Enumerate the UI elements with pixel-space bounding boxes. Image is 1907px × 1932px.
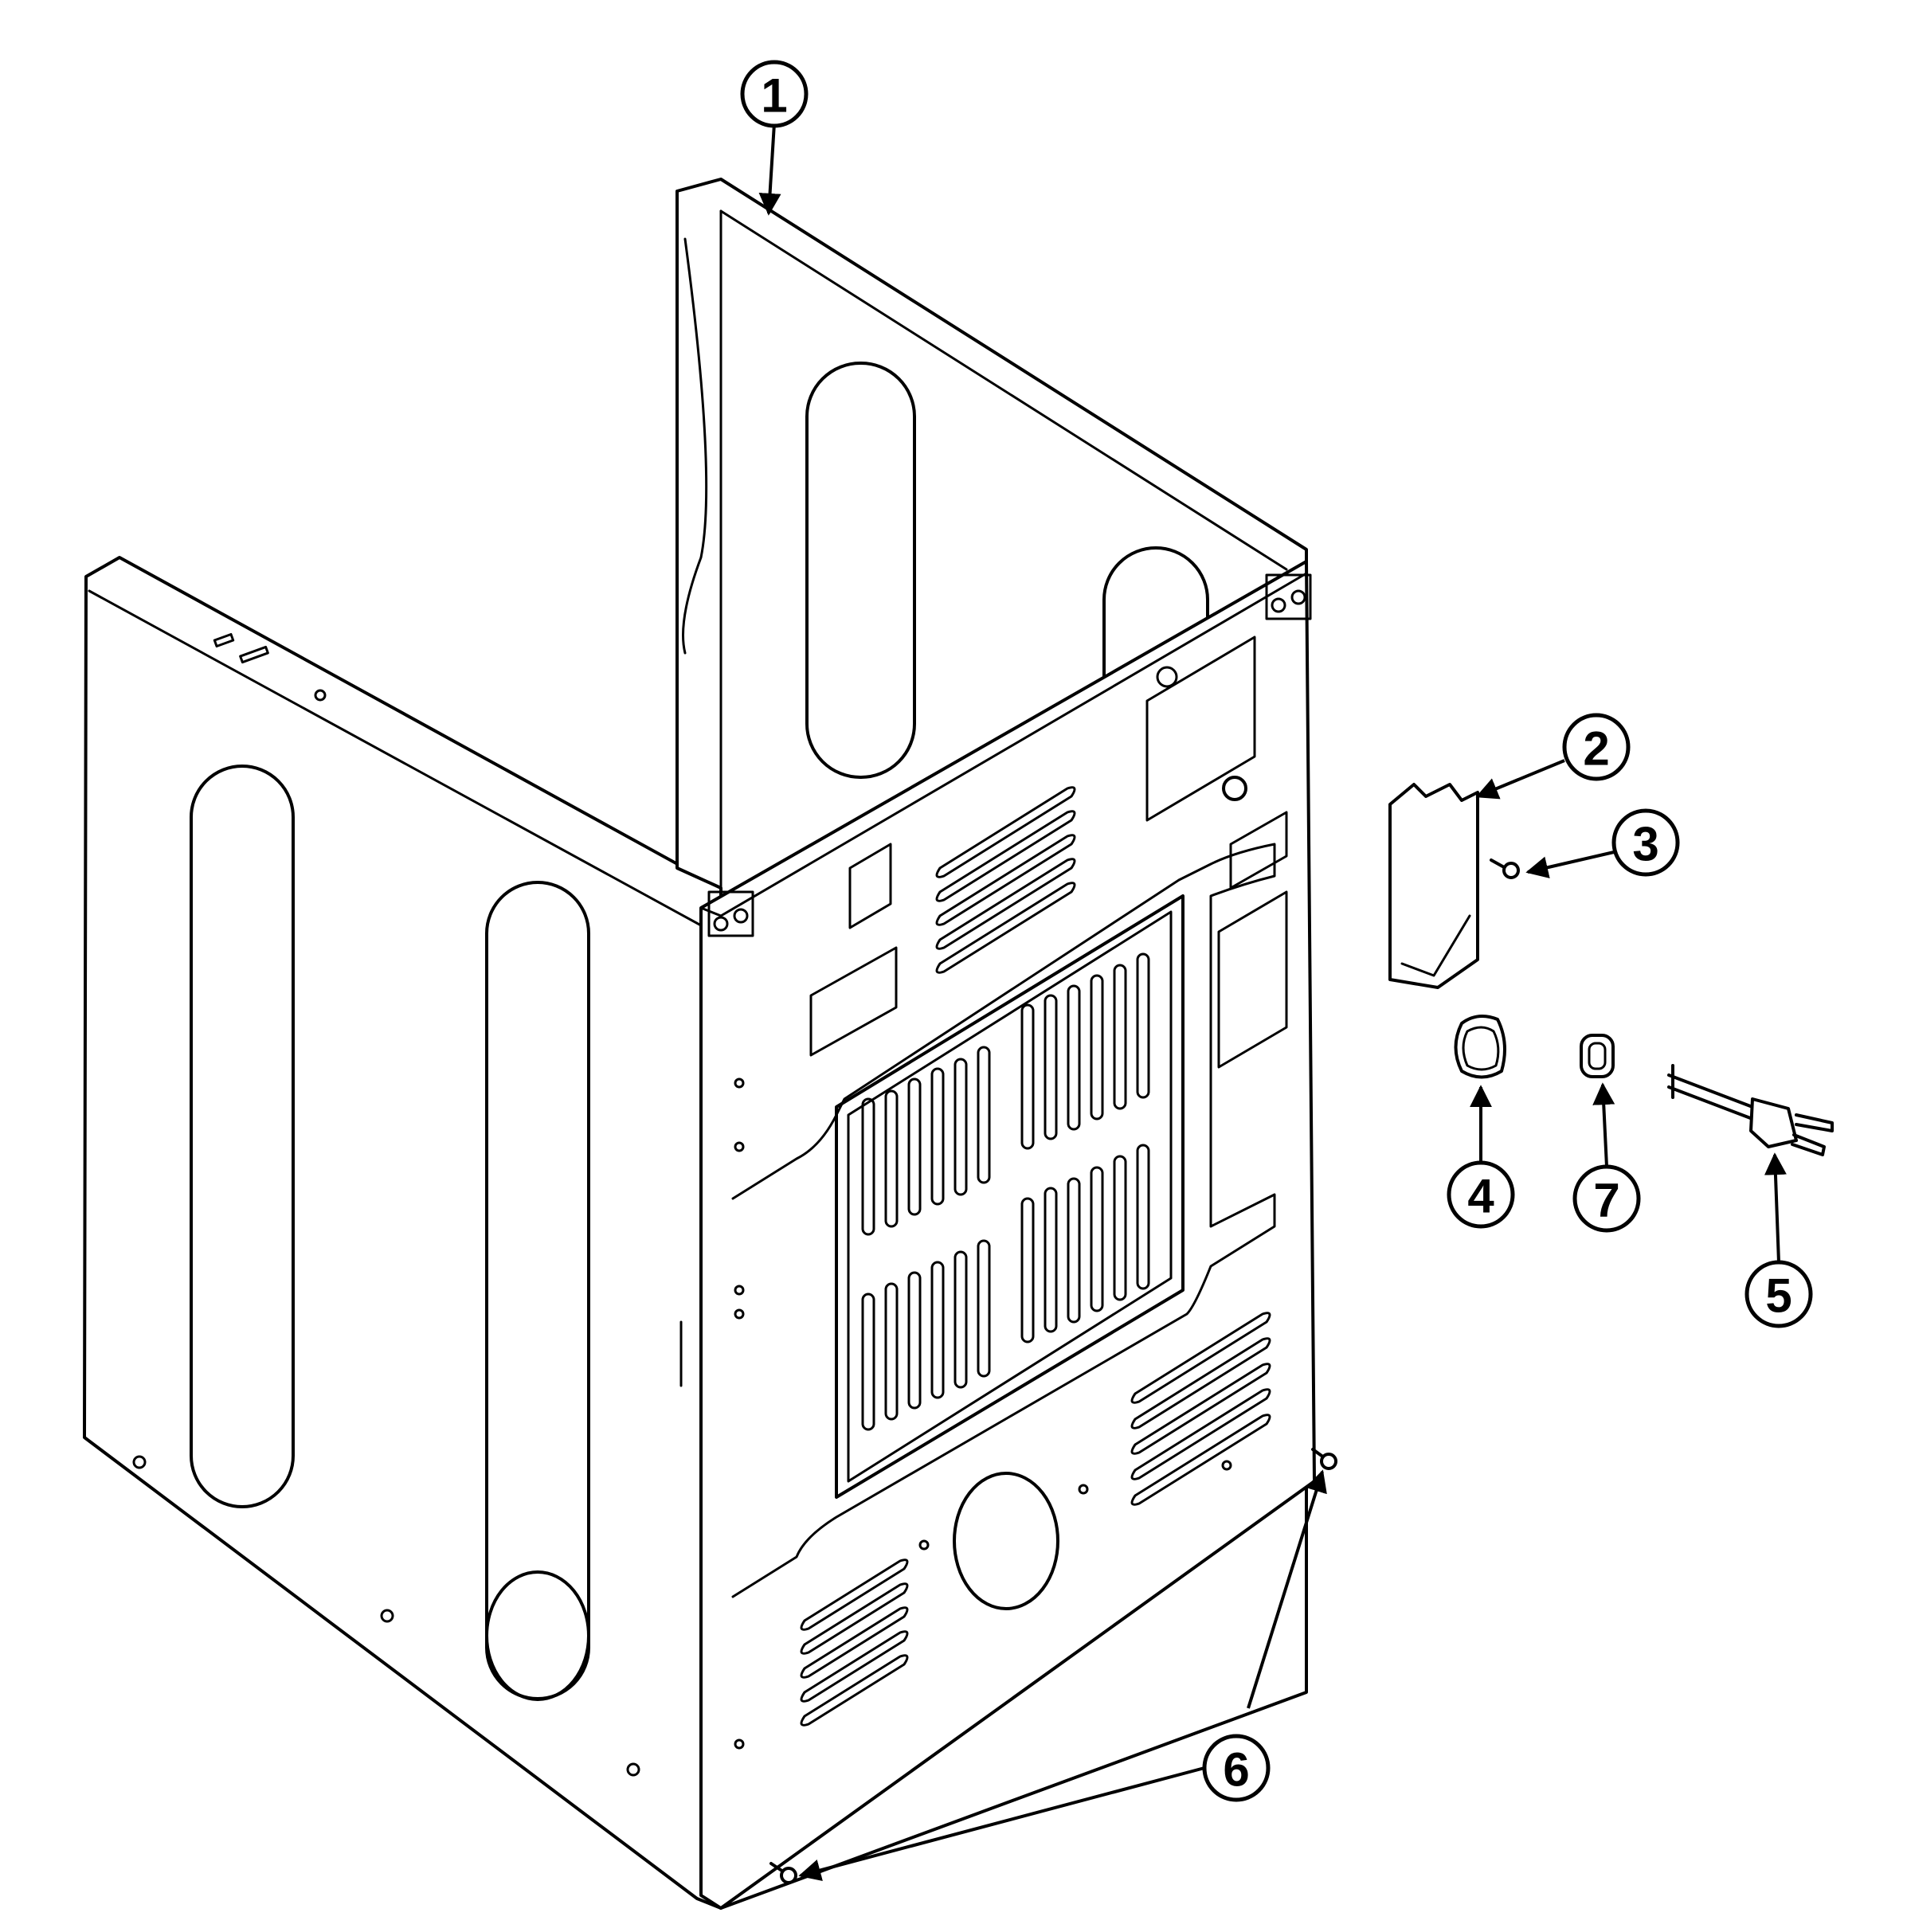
cabinet-left-panel (83, 556, 722, 1910)
cabinet-louvers-upper (935, 786, 1076, 974)
terminal-block-cover-drawing (1388, 783, 1479, 989)
callout-6-label: 6 (1223, 1743, 1249, 1797)
callout-1: 1 (740, 60, 809, 128)
callout-3: 3 (1611, 808, 1680, 877)
callout-7-label: 7 (1593, 1174, 1619, 1227)
leveling-screw-drawing-2 (769, 1862, 797, 1884)
cabinet-louvers-lower-right (1130, 1312, 1271, 1506)
leader-lines (758, 123, 1787, 1882)
leveling-screw-drawing-1 (1311, 1448, 1337, 1470)
power-cord-drawing (1667, 1064, 1834, 1156)
cabinet-exhaust-opening (953, 1472, 1059, 1610)
cabinet-louvers-lower-left (800, 1559, 909, 1727)
callout-3-label: 3 (1632, 818, 1658, 871)
cabinet-vent-slots (861, 952, 1150, 1431)
grommet-drawing (1580, 1034, 1615, 1078)
callout-7: 7 (1572, 1164, 1641, 1233)
callout-4-label: 4 (1467, 1170, 1494, 1223)
callout-2-label: 2 (1583, 722, 1609, 776)
cabinet-rear-face (699, 560, 1316, 1910)
callout-5: 5 (1744, 1260, 1813, 1328)
strain-relief-ring-drawing (1454, 1015, 1506, 1079)
callout-6: 6 (1202, 1734, 1271, 1802)
cabinet-drawing (83, 178, 1316, 1910)
callout-2: 2 (1562, 713, 1631, 781)
callout-5-label: 5 (1765, 1269, 1791, 1323)
cabinet-left-opening-1 (190, 765, 295, 1508)
callout-1-label: 1 (761, 69, 787, 123)
callout-4: 4 (1447, 1160, 1515, 1229)
screw-drawing (1490, 858, 1520, 879)
